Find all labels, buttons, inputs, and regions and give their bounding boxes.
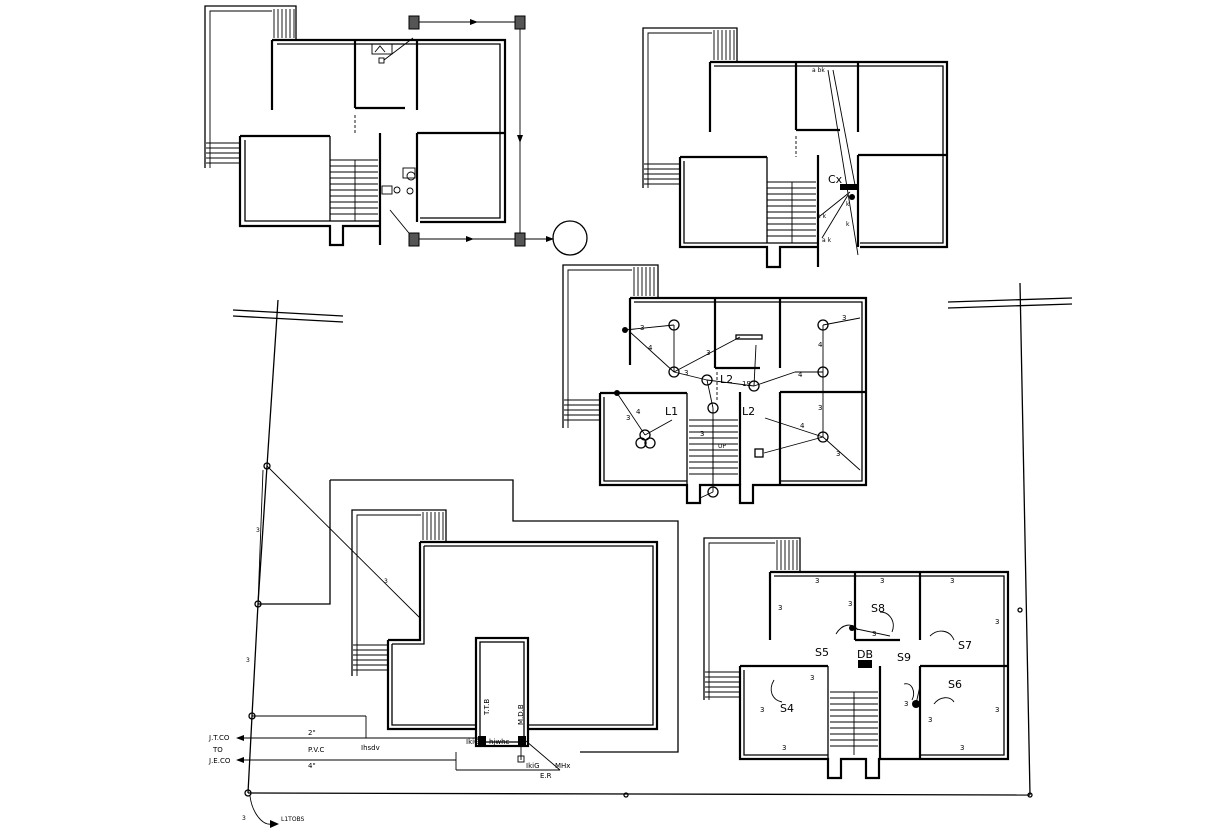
svg-text:3: 3: [950, 577, 954, 585]
note-ihsdv: Ihsdv: [361, 744, 380, 752]
tag-s6: S6: [948, 678, 962, 691]
svg-text:3: 3: [872, 630, 876, 638]
label-to: TO: [212, 746, 223, 754]
tag-l1: L1: [665, 405, 678, 418]
tag-s8: S8: [871, 602, 885, 615]
svg-text:3: 3: [995, 706, 999, 714]
tag-s7: S7: [958, 639, 972, 652]
note-mhx: MHx: [555, 762, 570, 770]
wire-mark-4: 4: [648, 344, 653, 352]
note-ikig-2: IkiG: [526, 762, 540, 770]
label-jtco: J.T.CO: [208, 734, 230, 742]
tag-cx: Cx: [828, 173, 843, 186]
svg-text:3: 3: [384, 578, 388, 585]
plan-2-floor: a bk a k a k k k Cx: [642, 27, 949, 269]
tag-up: UP: [718, 443, 726, 450]
svg-text:4: 4: [636, 408, 641, 416]
note-hjwhc: hjwhc: [489, 738, 510, 746]
svg-text:3: 3: [836, 450, 840, 458]
svg-text:3: 3: [880, 577, 884, 585]
svg-text:3: 3: [242, 815, 246, 822]
label-pvc: P.V.C: [308, 746, 324, 754]
svg-text:3: 3: [960, 744, 964, 752]
label-pipe-4in: 4": [308, 762, 316, 770]
wire-mark-3: 3: [778, 604, 782, 612]
svg-text:3: 3: [782, 744, 786, 752]
label-pipe-2in: 2": [308, 729, 316, 737]
tag-s9: S9: [897, 651, 911, 664]
svg-text:a k: a k: [817, 213, 827, 220]
svg-text:k: k: [846, 221, 850, 228]
svg-text:3: 3: [995, 618, 999, 626]
svg-text:3: 3: [928, 716, 932, 724]
svg-text:3: 3: [760, 706, 764, 714]
svg-text:3: 3: [904, 700, 908, 708]
tag-l2-a: L2: [720, 373, 733, 386]
svg-text:4: 4: [800, 422, 805, 430]
svg-text:3: 3: [706, 349, 710, 357]
tag-s5: S5: [815, 646, 829, 659]
mdb-label: M.D.B: [517, 704, 525, 725]
plan-3-electrical: 3 4 3 3 4 4 3 3 4 3 3 4 3 19 L1 L2 L2 UP: [562, 264, 868, 505]
wire-mark-3: 3: [256, 527, 260, 534]
tag-l2-b: L2: [742, 405, 755, 418]
note-l1tobs: L1TOBS: [281, 816, 305, 823]
svg-text:a k: a k: [822, 237, 832, 244]
svg-text:19: 19: [742, 380, 751, 388]
site-plan: 3 3 3 3 T.T.B M.D.B: [208, 282, 1073, 828]
label-jeco: J.E.CO: [208, 757, 231, 765]
svg-text:3: 3: [818, 404, 822, 412]
ttb-label: T.T.B: [483, 699, 491, 716]
svg-text:4: 4: [798, 371, 803, 379]
svg-text:3: 3: [626, 414, 630, 422]
svg-text:3: 3: [848, 600, 852, 608]
plan-4-switch-layout: 3 3 3 3 3 3 3 3 3 3 3 3 3 3 S8 S5 DB S9 …: [703, 537, 1010, 780]
svg-text:3: 3: [700, 430, 704, 438]
svg-text:3: 3: [684, 369, 688, 377]
note-ikig: IkiG: [466, 738, 480, 746]
tag-db: DB: [857, 648, 873, 661]
svg-text:a bk: a bk: [812, 67, 825, 74]
svg-text:k: k: [846, 201, 850, 208]
svg-text:3: 3: [246, 657, 250, 664]
plan-1-plumbing: [204, 5, 588, 256]
svg-text:3: 3: [815, 577, 819, 585]
label-er: E.R: [540, 772, 552, 780]
svg-text:3: 3: [842, 314, 846, 322]
svg-text:3: 3: [810, 674, 814, 682]
tag-s4: S4: [780, 702, 794, 715]
svg-text:4: 4: [818, 341, 823, 349]
wire-mark-3: 3: [640, 324, 644, 332]
